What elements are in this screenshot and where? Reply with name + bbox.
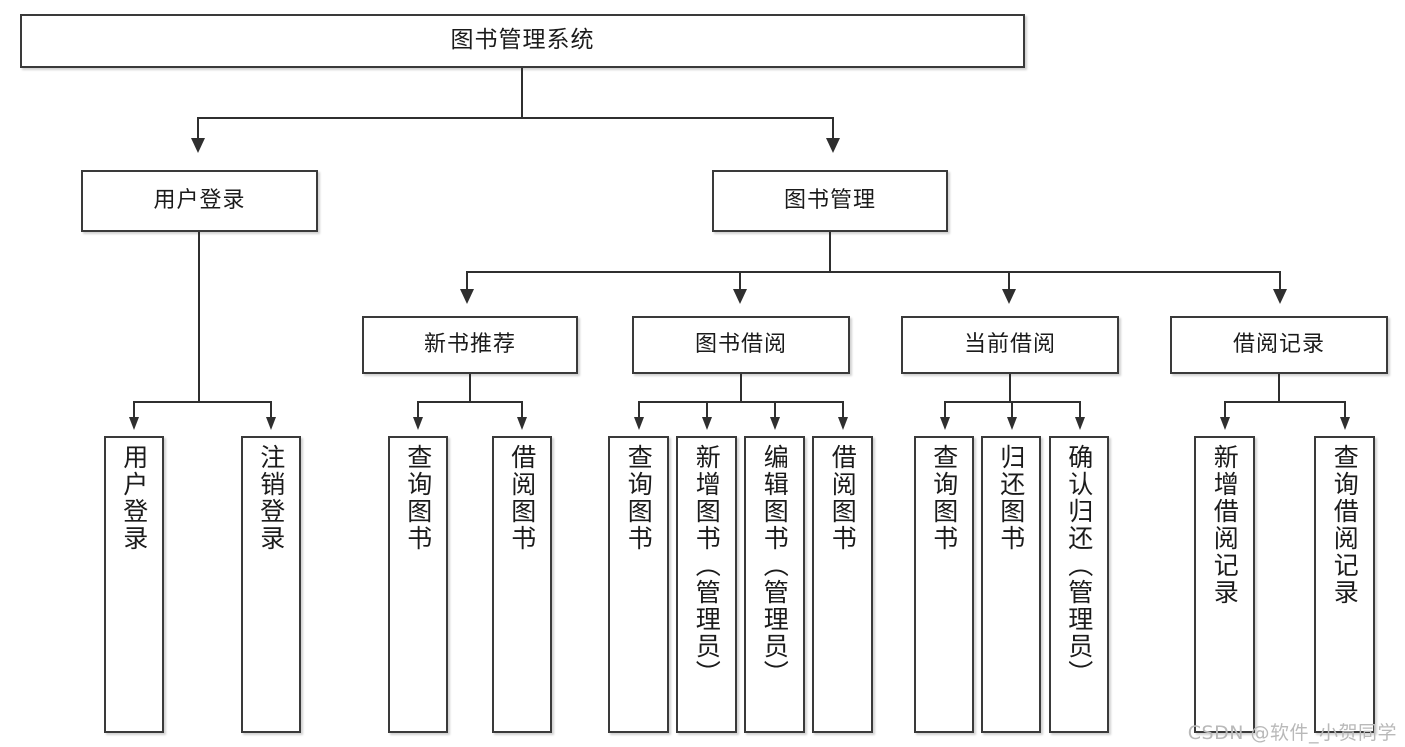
connector-new-book-bus [417, 401, 522, 403]
connector-book-borrow-drop-3 [774, 401, 776, 418]
node-label: 图书管理 [783, 187, 876, 213]
connector-new-book-drop-1 [417, 401, 419, 418]
node-label: 借阅图书 [507, 444, 537, 552]
connector-root-bus [197, 117, 834, 119]
arrowhead-to-user-login [191, 138, 205, 153]
arrowhead-to-book-borrow [733, 289, 747, 304]
arrowhead-to-leaf-query-record [1340, 417, 1350, 430]
connector-root-drop-left [197, 117, 199, 140]
node-label: 查询借阅记录 [1330, 444, 1360, 606]
arrowhead-to-leaf-borrow-book-a [517, 417, 527, 430]
arrowhead-to-leaf-return-book [1007, 417, 1017, 430]
node-label: 借阅记录 [1232, 331, 1325, 357]
arrowhead-to-leaf-borrow-book-b [838, 417, 848, 430]
leaf-user-login[interactable]: 用户登录 [104, 436, 164, 733]
node-label: 新增图书（管理员） [692, 444, 722, 687]
arrowhead-to-leaf-confirm-return [1075, 417, 1085, 430]
arrowhead-to-leaf-add-record [1220, 417, 1230, 430]
leaf-query-book-new[interactable]: 查询图书 [388, 436, 448, 733]
leaf-logout[interactable]: 注销登录 [241, 436, 301, 733]
connector-current-borrow-stem [1009, 374, 1011, 402]
connector-borrow-record-bus [1224, 401, 1345, 403]
arrowhead-to-leaf-query-book-a [413, 417, 423, 430]
node-label: 查询图书 [403, 444, 433, 552]
arrowhead-to-leaf-user-login [129, 417, 139, 430]
node-current-borrow[interactable]: 当前借阅 [901, 316, 1119, 374]
node-label: 注销登录 [256, 444, 286, 552]
leaf-return-book[interactable]: 归还图书 [981, 436, 1041, 733]
connector-new-book-drop-2 [521, 401, 523, 418]
connector-book-management-bus [466, 271, 1280, 273]
arrowhead-to-current-borrow [1002, 289, 1016, 304]
connector-book-borrow-bus [638, 401, 843, 403]
connector-root-stem [521, 68, 523, 118]
connector-book-borrow-drop-2 [706, 401, 708, 418]
arrowhead-to-borrow-record [1273, 289, 1287, 304]
node-label: 图书借阅 [694, 331, 787, 357]
connector-book-management-stem [829, 232, 831, 272]
connector-borrow-record-drop-1 [1224, 401, 1226, 418]
node-label: 当前借阅 [963, 331, 1056, 357]
node-borrow-record[interactable]: 借阅记录 [1170, 316, 1388, 374]
leaf-query-book-borrow[interactable]: 查询图书 [608, 436, 669, 733]
arrowhead-to-leaf-logout [266, 417, 276, 430]
leaf-confirm-return-admin[interactable]: 确认归还（管理员） [1049, 436, 1109, 733]
connector-l3-drop-2 [739, 271, 741, 291]
connector-borrow-record-stem [1278, 374, 1280, 402]
connector-current-borrow-drop-3 [1079, 401, 1081, 418]
arrowhead-to-leaf-query-book-b [634, 417, 644, 430]
connector-root-drop-right [832, 117, 834, 140]
arrowhead-to-new-book [460, 289, 474, 304]
leaf-borrow-book[interactable]: 借阅图书 [812, 436, 873, 733]
node-label: 编辑图书（管理员） [760, 444, 790, 687]
node-label: 归还图书 [996, 444, 1026, 552]
leaf-add-book-admin[interactable]: 新增图书（管理员） [676, 436, 737, 733]
connector-l3-drop-1 [466, 271, 468, 291]
node-label: 查询图书 [624, 444, 654, 552]
arrowhead-to-leaf-edit-book [770, 417, 780, 430]
connector-current-borrow-drop-2 [1011, 401, 1013, 418]
node-label: 查询图书 [929, 444, 959, 552]
node-label: 借阅图书 [828, 444, 858, 552]
watermark-text: CSDN @软件_小贺同学 [1187, 722, 1397, 744]
node-root-system[interactable]: 图书管理系统 [20, 14, 1025, 68]
leaf-edit-book-admin[interactable]: 编辑图书（管理员） [744, 436, 805, 733]
connector-user-login-bus [133, 401, 271, 403]
connector-l3-drop-4 [1279, 271, 1281, 291]
leaf-borrow-book-new[interactable]: 借阅图书 [492, 436, 552, 733]
node-label: 图书管理系统 [450, 27, 595, 54]
node-book-management[interactable]: 图书管理 [712, 170, 948, 232]
leaf-add-borrow-record[interactable]: 新增借阅记录 [1194, 436, 1255, 733]
connector-current-borrow-drop-1 [944, 401, 946, 418]
connector-l3-drop-3 [1008, 271, 1010, 291]
node-label: 新书推荐 [423, 331, 516, 357]
arrowhead-to-leaf-add-book [702, 417, 712, 430]
node-label: 新增借阅记录 [1210, 444, 1240, 606]
connector-new-book-stem [469, 374, 471, 402]
node-label: 确认归还（管理员） [1064, 444, 1094, 687]
node-label: 用户登录 [153, 187, 246, 213]
connector-book-borrow-stem [740, 374, 742, 402]
node-new-book-recommend[interactable]: 新书推荐 [362, 316, 578, 374]
connector-book-borrow-drop-4 [842, 401, 844, 418]
node-label: 用户登录 [119, 444, 149, 552]
connector-book-borrow-drop-1 [638, 401, 640, 418]
node-book-borrow[interactable]: 图书借阅 [632, 316, 850, 374]
arrowhead-to-leaf-query-book-c [940, 417, 950, 430]
node-user-login[interactable]: 用户登录 [81, 170, 318, 232]
leaf-query-book-current[interactable]: 查询图书 [914, 436, 974, 733]
connector-borrow-record-drop-2 [1344, 401, 1346, 418]
connector-user-login-drop-1 [133, 401, 135, 418]
connector-user-login-drop-2 [270, 401, 272, 418]
connector-user-login-stem [198, 232, 200, 402]
arrowhead-to-book-manage [826, 138, 840, 153]
leaf-query-borrow-record[interactable]: 查询借阅记录 [1314, 436, 1375, 733]
